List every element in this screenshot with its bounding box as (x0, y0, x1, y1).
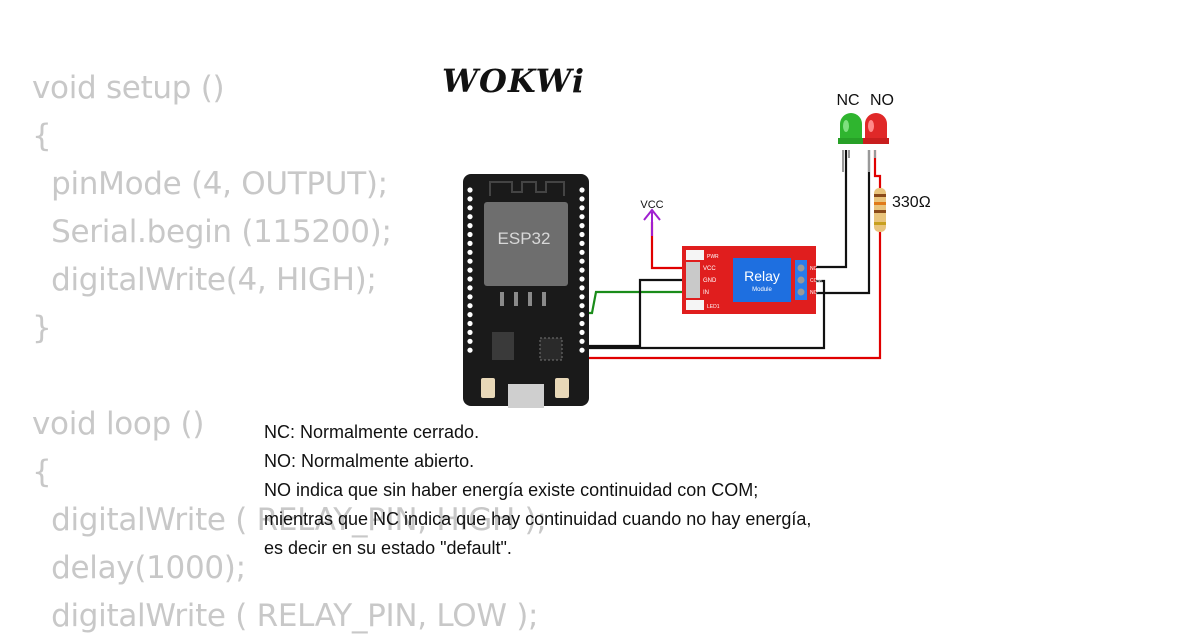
wire-resistor-esp[interactable] (583, 232, 882, 360)
header-pin[interactable] (467, 285, 473, 291)
header-pin[interactable] (579, 205, 585, 211)
led-no[interactable] (863, 113, 889, 172)
header-pin[interactable] (467, 231, 473, 238)
header-pin[interactable] (467, 338, 473, 344)
header-pin[interactable] (467, 320, 473, 327)
usb-port (508, 384, 544, 408)
header-pin[interactable] (467, 187, 473, 193)
header-pin[interactable] (467, 347, 473, 353)
code-line: { (32, 454, 52, 490)
header-pin[interactable] (579, 312, 585, 318)
voltage-regulator (492, 332, 514, 360)
vcc-label: VCC (640, 199, 663, 211)
header-pin[interactable] (467, 267, 473, 273)
led1 (686, 300, 704, 310)
esp32-pads (500, 292, 546, 306)
header-pin[interactable] (467, 223, 473, 229)
esp32-pins-left (467, 187, 473, 353)
header-pin[interactable] (579, 267, 585, 273)
header-pin[interactable] (579, 258, 585, 264)
esp32-pins-right (579, 187, 585, 353)
header-pin[interactable] (579, 196, 585, 202)
header-pin[interactable] (579, 240, 585, 246)
esp32-label: ESP32 (498, 229, 551, 248)
relay-coil (733, 258, 791, 302)
esp32-module (484, 202, 568, 286)
relay-header (686, 262, 700, 298)
header-pin[interactable] (579, 276, 585, 282)
code-line: digitalWrite ( RELAY_PIN, LOW ); (32, 598, 539, 634)
code-line: digitalWrite(4, HIGH); (32, 262, 377, 298)
pin-label-vcc: VCC (703, 266, 716, 272)
header-pin[interactable] (579, 231, 585, 238)
code-line: delay(1000); (32, 550, 246, 586)
code-line: pinMode (4, OUTPUT); (32, 166, 388, 202)
vcc-marker: VCC (640, 199, 664, 236)
header-pin[interactable] (579, 214, 585, 220)
relay-title: Relay (744, 268, 780, 284)
header-pin[interactable] (467, 205, 473, 211)
explanation-notes: NC: Normalmente cerrado. NO: Normalmente… (264, 418, 811, 563)
wire-no-led[interactable] (808, 150, 871, 295)
wire-nc-led[interactable] (808, 150, 848, 269)
wokwi-logo: WOKWi (442, 62, 586, 100)
header-pin[interactable] (579, 249, 585, 255)
header-pin[interactable] (467, 303, 473, 309)
header-pin[interactable] (467, 214, 473, 220)
led-nc[interactable] (838, 113, 864, 172)
terminal-label-com: COM (810, 278, 822, 284)
resistor-label: 330Ω (892, 194, 931, 211)
header-pin[interactable] (467, 196, 473, 202)
header-pin[interactable] (579, 285, 585, 291)
relay-module[interactable]: PWR LED1 VCC GND IN Relay Module NC COM … (682, 246, 822, 314)
header-pin[interactable] (579, 294, 585, 300)
led-no-label: NO (870, 92, 894, 109)
boot-button[interactable] (481, 378, 495, 398)
wire-gnd-black[interactable] (583, 278, 704, 348)
pwr-led (686, 250, 704, 260)
esp32-board[interactable]: ESP32 (463, 174, 589, 408)
header-pin[interactable] (579, 329, 585, 335)
note-line: NO: Normalmente abierto. (264, 451, 475, 471)
code-line: { (32, 118, 52, 154)
terminal-label-no: NO (810, 290, 818, 296)
header-pin[interactable] (467, 258, 473, 264)
header-pin[interactable] (579, 303, 585, 309)
header-pin[interactable] (579, 187, 585, 193)
wire-led-resistor[interactable] (873, 150, 882, 188)
header-pin[interactable] (467, 294, 473, 300)
resistor[interactable] (874, 188, 886, 232)
header-pin[interactable] (467, 240, 473, 246)
header-pin[interactable] (467, 312, 473, 318)
note-line: NO indica que sin haber energía existe c… (264, 480, 759, 500)
en-button[interactable] (555, 378, 569, 398)
terminal-label-nc: NC (810, 266, 818, 272)
header-pin[interactable] (579, 223, 585, 229)
led-nc-label: NC (836, 92, 859, 109)
note-line: es decir en su estado "default". (264, 538, 512, 558)
header-pin[interactable] (579, 347, 585, 353)
header-pin[interactable] (467, 249, 473, 255)
header-pin[interactable] (579, 320, 585, 327)
header-pin[interactable] (467, 276, 473, 282)
usb-chip (539, 337, 563, 361)
pwr-label: PWR (707, 254, 719, 260)
code-line: void loop () (32, 406, 205, 442)
note-line: NC: Normalmente cerrado. (264, 422, 480, 442)
led1-label: LED1 (707, 304, 720, 310)
header-pin[interactable] (579, 338, 585, 344)
relay-subtitle: Module (752, 287, 772, 293)
code-listing: void setup () { pinMode (4, OUTPUT); Seri… (32, 64, 547, 640)
code-line: void setup () (32, 70, 225, 106)
code-line: digitalWrite ( RELAY_PIN, HIGH ); (32, 502, 547, 538)
note-line: mientras que NC indica que hay continuid… (264, 509, 812, 529)
code-line: Serial.begin (115200); (32, 214, 392, 250)
pin-label-gnd: GND (703, 278, 717, 284)
header-pin[interactable] (467, 329, 473, 335)
code-line: } (32, 310, 52, 346)
pin-label-in: IN (703, 290, 709, 296)
